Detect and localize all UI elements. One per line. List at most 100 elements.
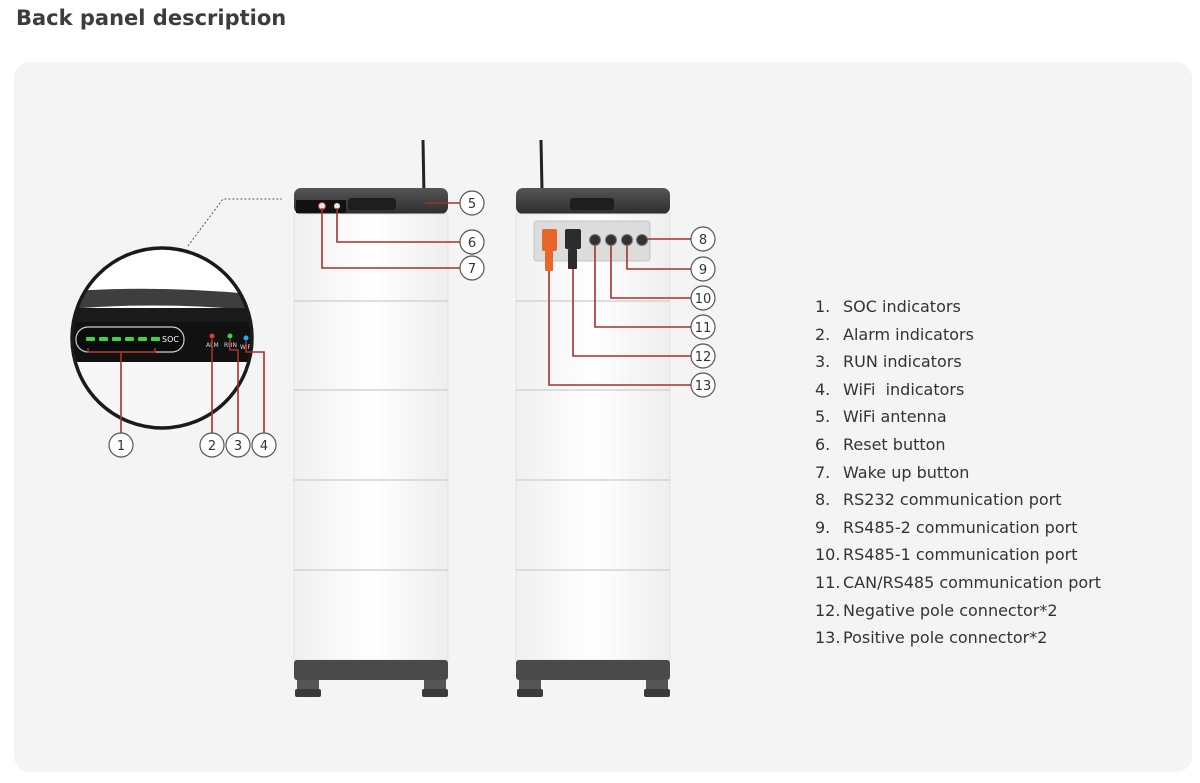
callout-circle — [251, 432, 277, 458]
legend-number: 12. — [815, 600, 841, 620]
legend-text: Wake up button — [843, 462, 970, 482]
legend-number: 4. — [815, 379, 831, 399]
callout-circle — [225, 432, 251, 458]
zoom-inset: SOC ALM RUN WiFi — [70, 246, 254, 430]
callout-number: 1 — [117, 439, 125, 454]
base — [516, 660, 670, 680]
legend-text: Positive pole connector*2 — [843, 628, 1048, 648]
wifi-antenna — [421, 139, 426, 197]
inset-cap — [72, 288, 252, 312]
callout-number: 6 — [468, 236, 476, 251]
soc-led — [151, 337, 160, 341]
soc-led-bar — [86, 337, 160, 341]
leader-4 — [245, 341, 265, 433]
callout-number: 12 — [695, 350, 712, 365]
callout-circle — [459, 190, 485, 216]
legend-number: 3. — [815, 352, 831, 372]
zoom-pointer-line — [187, 198, 282, 247]
legend-number: 10. — [815, 545, 841, 565]
legend-number: 7. — [815, 462, 831, 482]
legend-number: 9. — [815, 517, 831, 537]
legend-item: 5.WiFi antenna — [815, 403, 1101, 431]
leader-lines — [87, 202, 691, 433]
module-stack — [515, 213, 671, 661]
foot-pad — [295, 689, 321, 697]
legend-item: 2. Alarm indicators — [815, 321, 1101, 349]
foot — [646, 680, 668, 689]
callout-number: 11 — [695, 321, 712, 336]
legend-text: RS232 communication port — [843, 490, 1062, 510]
callout-circle — [690, 343, 716, 369]
wifi-antenna — [539, 139, 544, 191]
leader-3 — [229, 339, 239, 433]
wake-up-button — [334, 203, 340, 209]
leader-13 — [548, 271, 691, 386]
callout-number: 2 — [208, 439, 216, 454]
legend-text: SOC indicators — [843, 297, 961, 316]
top-handle — [570, 198, 614, 210]
soc-led — [125, 337, 134, 341]
module-stack — [293, 213, 449, 661]
legend-number: 6. — [815, 434, 831, 454]
leader-7 — [321, 208, 460, 269]
negative-pole-cable — [568, 249, 577, 269]
right-battery-unit — [515, 139, 671, 697]
inset-frame — [70, 246, 254, 430]
callout-number: 5 — [468, 197, 476, 212]
legend-item: 3. RUN indicators — [815, 348, 1101, 376]
can-rs485-port — [589, 234, 601, 246]
callout-circle — [690, 314, 716, 340]
rs485-2-port — [621, 234, 633, 246]
left-battery-unit — [293, 139, 449, 697]
legend-number: 13. — [815, 628, 841, 648]
legend-number: 2. — [815, 324, 831, 344]
callout-circles — [108, 190, 716, 458]
wifi-led — [243, 335, 249, 341]
legend-item: 9.RS485-2 communication port — [815, 514, 1101, 542]
positive-pole-cable — [545, 251, 553, 271]
foot — [519, 680, 541, 689]
run-led — [227, 333, 233, 339]
foot — [297, 680, 319, 689]
leader-9 — [626, 246, 691, 270]
callout-circle — [690, 226, 716, 252]
component-legend: 1.SOC indicators 2.Alarm indicators 3.RU… — [815, 293, 1101, 652]
foot-pad — [644, 689, 670, 697]
soc-led — [99, 337, 108, 341]
callout-numbers: 1 2 3 4 5 6 7 8 9 10 11 12 13 — [117, 197, 711, 454]
legend-item: 8. RS232 communication port — [815, 486, 1101, 514]
callout-number: 4 — [260, 439, 268, 454]
top-handle — [348, 198, 396, 210]
page-title: Back panel description — [16, 6, 287, 30]
leader-12 — [572, 269, 691, 357]
callout-circle — [690, 256, 716, 282]
legend-number: 11. — [815, 572, 841, 592]
legend-item: 11.CAN/RS485 communication port — [815, 569, 1101, 597]
legend-text: Reset button — [843, 434, 946, 454]
soc-led — [112, 337, 121, 341]
legend-item: 6. Reset button — [815, 431, 1101, 459]
inset-panel-strip — [72, 308, 252, 322]
legend-item: 7. Wake up button — [815, 459, 1101, 487]
legend-text: RS485-1 communication port — [843, 545, 1078, 565]
legend-text: RUN indicators — [843, 352, 962, 372]
callout-circle — [459, 255, 485, 281]
legend-item: 4. WiFi indicators — [815, 376, 1101, 404]
legend-text: WiFi antenna — [843, 407, 947, 427]
callout-number: 3 — [234, 439, 242, 454]
foot-pad — [422, 689, 448, 697]
legend-text: Alarm indicators — [843, 324, 974, 344]
legend-item: 10.RS485-1 communication port — [815, 541, 1101, 569]
callout-number: 8 — [699, 233, 707, 248]
legend-text: Negative pole connector*2 — [843, 600, 1058, 620]
callout-circle — [459, 229, 485, 255]
legend-item: 13.Positive pole connector*2 — [815, 624, 1101, 652]
legend-number: 8. — [815, 490, 831, 510]
legend-text: WiFi indicators — [843, 379, 965, 399]
callout-circle — [108, 432, 134, 458]
leader-10 — [610, 246, 691, 299]
negative-pole-connector — [565, 229, 581, 249]
positive-pole-connector — [542, 229, 557, 251]
foot-pad — [517, 689, 543, 697]
